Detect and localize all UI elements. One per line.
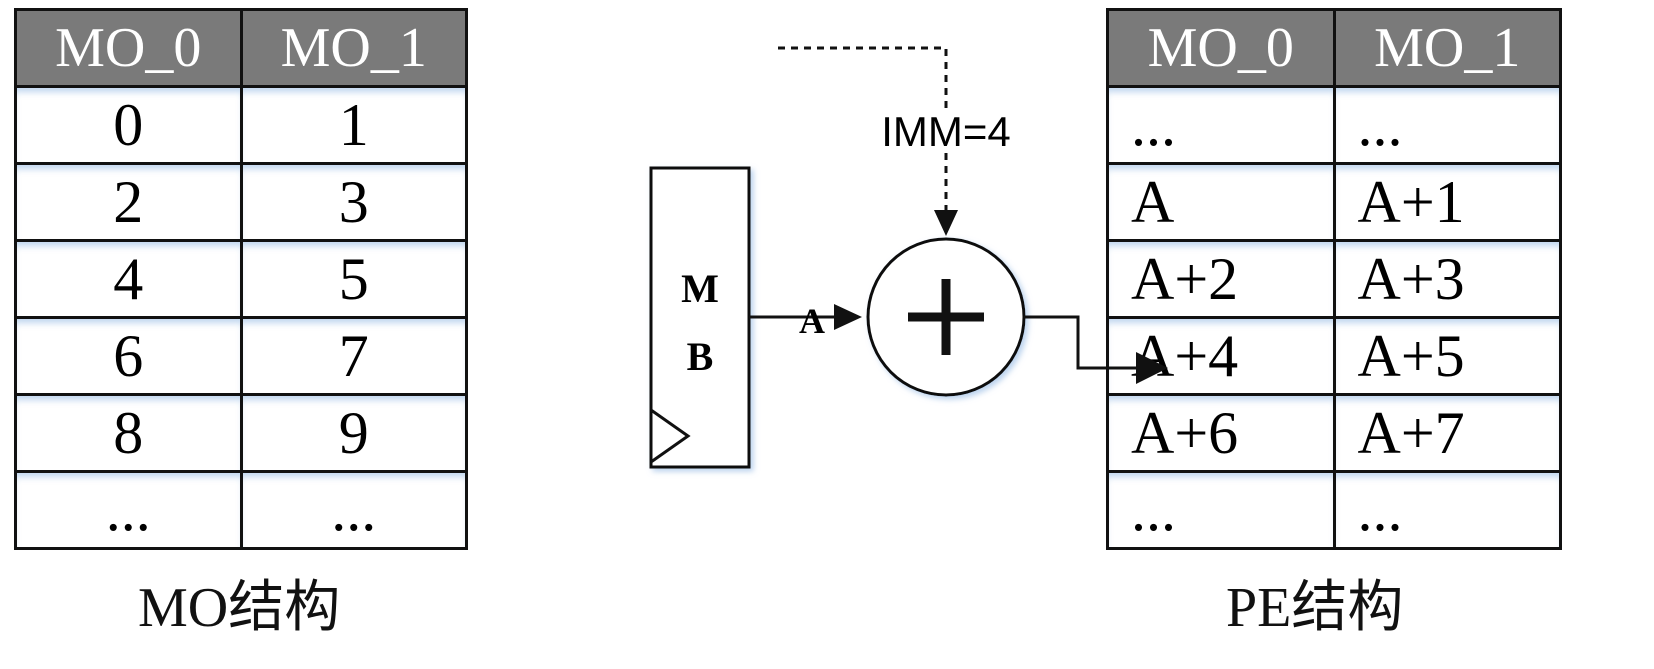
mo-table-row: 4 5	[14, 239, 468, 319]
pe-table-cell: A+7	[1332, 393, 1562, 473]
imm-label: IMM=4	[881, 108, 1011, 155]
mo-table-cell: 3	[239, 162, 468, 242]
mo-table-cell: 6	[14, 316, 243, 396]
adder-output-line	[1024, 315, 1140, 370]
mo-table-row: ... ...	[14, 470, 468, 550]
pe-table-row: A+2 A+3	[1106, 239, 1562, 319]
pe-table-cell: ...	[1106, 85, 1336, 165]
mo-table-cell: ...	[14, 470, 243, 550]
mo-table-cell: 7	[239, 316, 468, 396]
imm-label-bg	[862, 108, 1026, 152]
pe-table-cell: A	[1106, 162, 1336, 242]
mo-table-header-row: MO_0 MO_1	[14, 8, 468, 88]
pe-table-header: MO_0	[1106, 8, 1336, 88]
pe-table-cell: A+1	[1332, 162, 1562, 242]
mo-table-cell: 5	[239, 239, 468, 319]
pe-table-cell: A+2	[1106, 239, 1336, 319]
mo-table-row: 2 3	[14, 162, 468, 242]
pe-structure-caption: PE结构	[1226, 577, 1404, 639]
mo-table-cell: 8	[14, 393, 243, 473]
imm-dashed-line	[778, 46, 948, 212]
mo-table-row: 6 7	[14, 316, 468, 396]
pe-table-cell: A+6	[1106, 393, 1336, 473]
clock-triangle-icon	[650, 408, 691, 464]
pe-table-cell: ...	[1332, 470, 1562, 550]
pe-table: MO_0 MO_1 ... ... A A+1 A+2 A+3 A+4 A+5	[1106, 8, 1562, 550]
mo-table-cell: 0	[14, 85, 243, 165]
pe-table-row: A+4 A+5	[1106, 316, 1562, 396]
mo-table: MO_0 MO_1 0 1 2 3 4 5 6 7 8 9	[14, 8, 468, 550]
pe-table-cell: A+4	[1106, 316, 1336, 396]
signal-a-arrowhead	[834, 304, 862, 330]
mo-table-cell: ...	[239, 470, 468, 550]
mo-table-header: MO_1	[239, 8, 468, 88]
mo-table-cell: 1	[239, 85, 468, 165]
mo-table-cell: 4	[14, 239, 243, 319]
pe-table-header-row: MO_0 MO_1	[1106, 8, 1562, 88]
pe-table-row: A A+1	[1106, 162, 1562, 242]
plus-icon	[908, 279, 984, 355]
pe-table-cell: ...	[1332, 85, 1562, 165]
imm-arrowhead	[934, 210, 958, 236]
adder-output-arrowhead	[1136, 352, 1168, 384]
pe-table-header: MO_1	[1332, 8, 1562, 88]
pe-table-row: A+6 A+7	[1106, 393, 1562, 473]
mo-table-cell: 9	[239, 393, 468, 473]
pe-table-row: ... ...	[1106, 85, 1562, 165]
mo-table-cell: 2	[14, 162, 243, 242]
pe-table-cell: A+3	[1332, 239, 1562, 319]
mo-table-row: 8 9	[14, 393, 468, 473]
mb-label-b: B	[687, 334, 714, 379]
mo-table-row: 0 1	[14, 85, 468, 165]
mo-table-header: MO_0	[14, 8, 243, 88]
pe-table-cell: A+5	[1332, 316, 1562, 396]
mo-structure-caption: MO结构	[138, 577, 341, 639]
pe-table-cell: ...	[1106, 470, 1336, 550]
signal-a-label: A	[799, 301, 825, 341]
mb-label-m: M	[681, 266, 719, 311]
pe-table-row: ... ...	[1106, 470, 1562, 550]
